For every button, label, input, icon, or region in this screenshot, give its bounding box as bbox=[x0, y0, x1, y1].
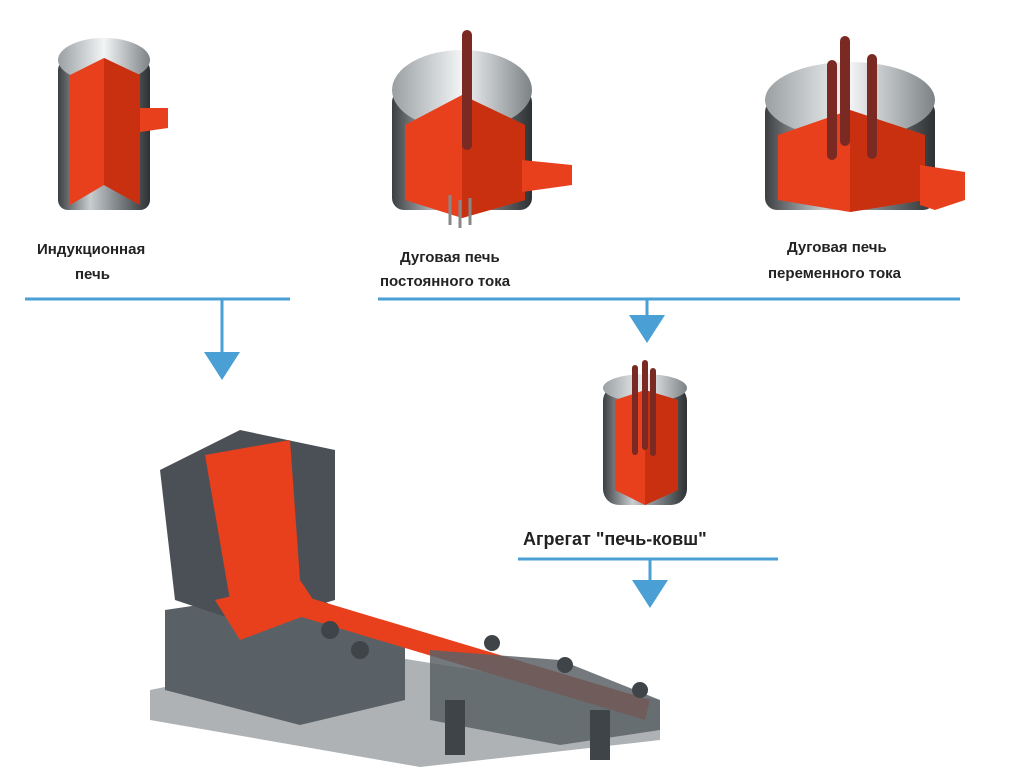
ladle-furnace-label: Агрегат "печь-ковш" bbox=[523, 529, 707, 549]
arrow-down-icon bbox=[629, 315, 665, 343]
ladle-furnace bbox=[603, 360, 687, 505]
ac-arc-furnace bbox=[765, 36, 965, 212]
induction-furnace-label: Индукционная bbox=[37, 241, 145, 258]
flow-arrows bbox=[25, 297, 960, 608]
dc-arc-furnace-label-2: постоянного тока bbox=[380, 273, 511, 290]
arrow-down-icon bbox=[632, 580, 668, 608]
dc-arc-furnace-label: Дуговая печь bbox=[400, 249, 500, 266]
arrow-down-icon bbox=[204, 352, 240, 380]
induction-furnace bbox=[58, 38, 168, 210]
induction-furnace-label-2: печь bbox=[75, 266, 110, 283]
continuous-caster bbox=[150, 430, 660, 767]
dc-arc-furnace bbox=[392, 30, 572, 228]
ac-arc-furnace-label: Дуговая печь bbox=[787, 239, 887, 256]
ac-arc-furnace-label-2: переменного тока bbox=[768, 265, 902, 282]
